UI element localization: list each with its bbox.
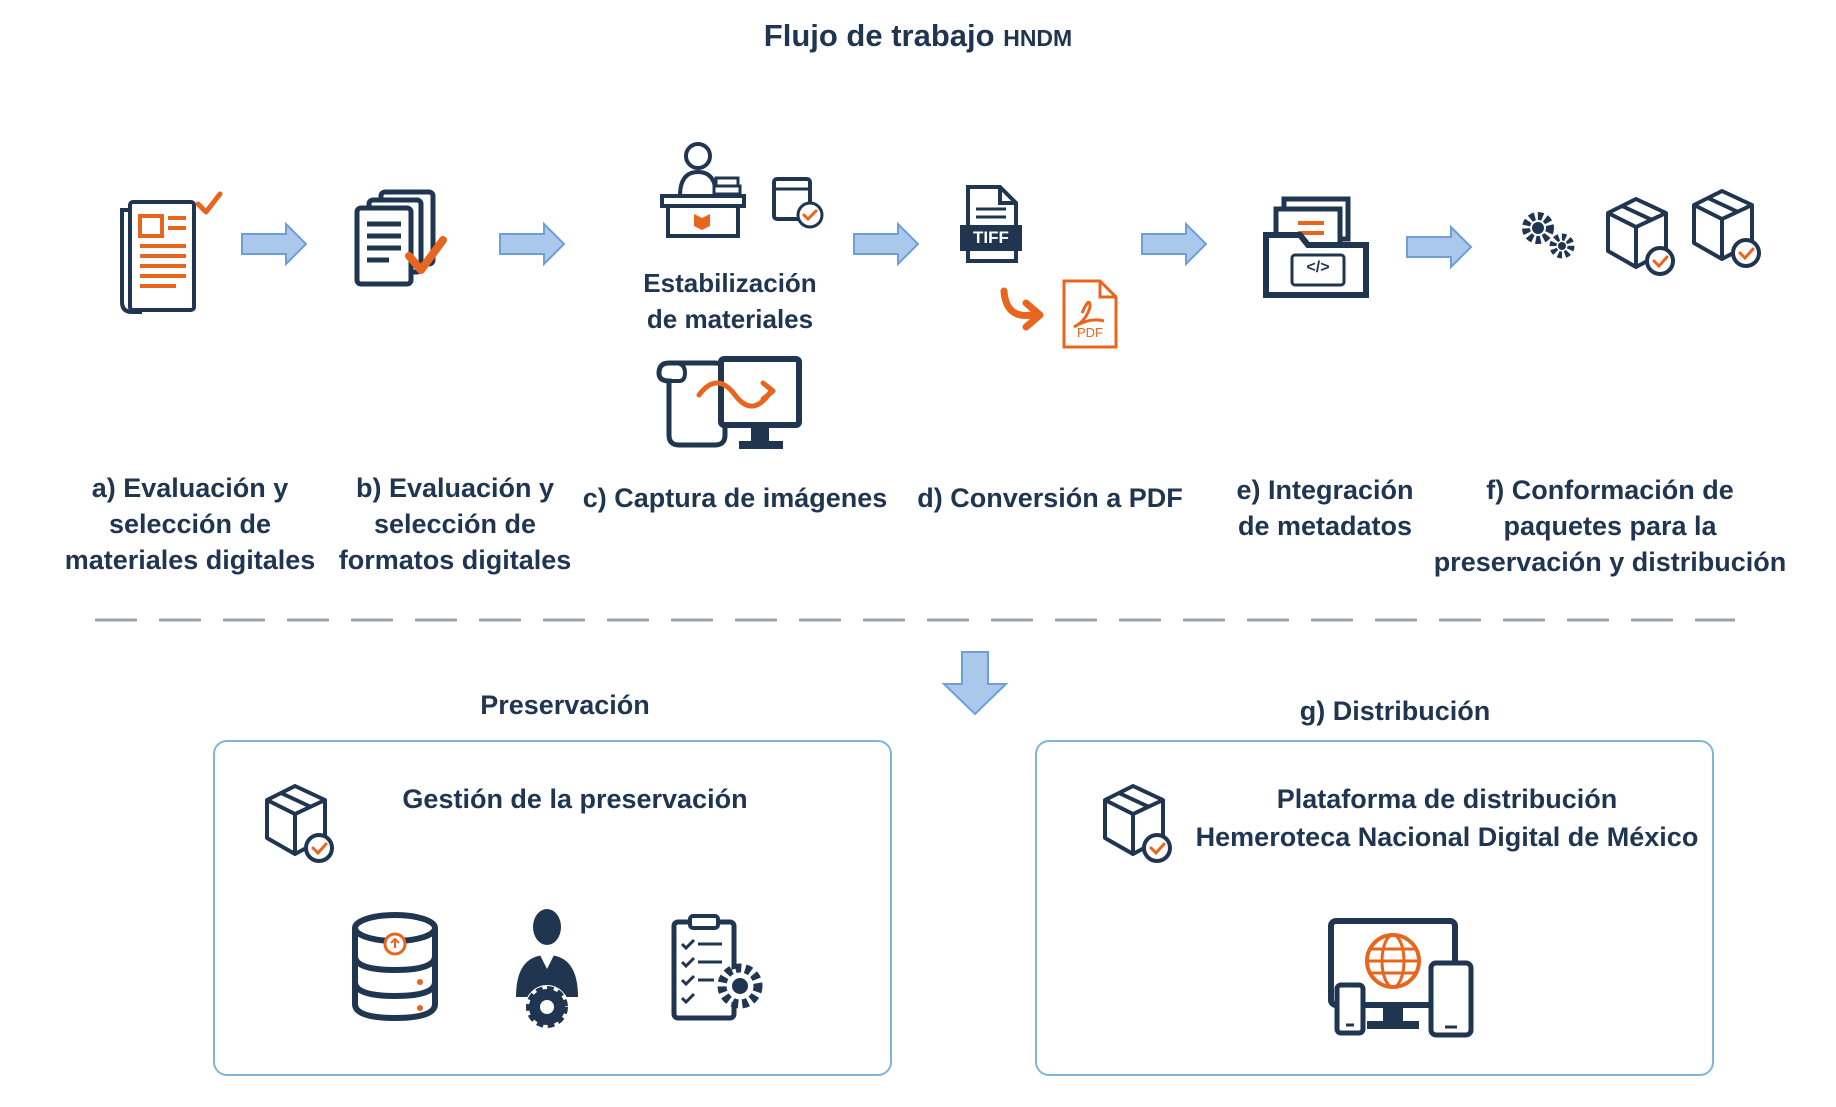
flow-arrow-right-icon <box>241 221 308 267</box>
distribution-panel-line: Hemeroteca Nacional Digital de México <box>1195 822 1699 852</box>
distribution-panel: Plataforma de distribución Hemeroteca Na… <box>1035 740 1714 1076</box>
flow-arrow-right-icon <box>1406 224 1473 270</box>
folder-code-icon: </> <box>1262 195 1372 305</box>
flow-arrow-right-icon <box>499 221 566 267</box>
newspaper-check-icon <box>120 191 223 314</box>
distribution-panel-title: Plataforma de distribución Hemeroteca Na… <box>1187 780 1707 856</box>
distribution-section-title: g) Distribución <box>1299 696 1491 726</box>
documents-check-icon <box>354 189 447 287</box>
scanner-monitor-icon <box>656 356 802 449</box>
book-check-icon <box>772 177 824 229</box>
step-label-line: e) Integración <box>1236 475 1414 505</box>
flow-arrow-down-icon <box>941 651 1009 716</box>
step-label-line: f) Conformación de <box>1486 475 1734 505</box>
folder-shape <box>1263 196 1369 298</box>
preservation-panel: Gestión de la preservación <box>213 740 892 1076</box>
package-check-icon <box>1606 197 1675 276</box>
package-check-icon <box>1692 189 1761 268</box>
stabilization-label-line: de materiales <box>646 304 814 334</box>
distribution-panel-line: Plataforma de distribución <box>1276 784 1618 814</box>
package-check-icon <box>265 784 334 863</box>
step-label-line: b) Evaluación y <box>355 473 555 503</box>
stabilization-label: Estabilización de materiales <box>600 265 860 337</box>
step-d-label: d) Conversión a PDF <box>910 480 1190 516</box>
step-label-line: d) Conversión a PDF <box>917 483 1183 513</box>
code-label: </> <box>1306 259 1330 276</box>
pdf-file-icon <box>1062 279 1118 349</box>
package-check-icon <box>1103 784 1172 863</box>
stabilization-label-line: Estabilización <box>643 268 817 298</box>
preservation-section-title: Preservación <box>480 690 650 720</box>
curved-arrow-icon <box>1000 287 1044 331</box>
step-label-line: c) Captura de imágenes <box>582 483 888 513</box>
diagram-title: Flujo de trabajo HNDM <box>0 18 1836 54</box>
tiff-file-icon <box>960 185 1022 263</box>
step-label-line: preservación y distribución <box>1433 547 1787 577</box>
step-label-line: paquetes para la <box>1503 511 1717 541</box>
flow-arrow-right-icon <box>853 221 920 267</box>
tiff-to-pdf-icon: TIFF PDF <box>958 185 1128 355</box>
gears-icon <box>1522 212 1575 259</box>
title-main: Flujo de trabajo <box>763 18 995 53</box>
step-label-line: de metadatos <box>1237 511 1413 541</box>
librarian-desk-icon <box>660 142 746 238</box>
tiff-label: TIFF <box>973 228 1009 247</box>
devices-globe-icon <box>1328 918 1474 1038</box>
title-tag: HNDM <box>1003 25 1073 51</box>
gears-packages-icon <box>1520 185 1775 285</box>
step-e-label: e) Integración de metadatos <box>1210 472 1440 544</box>
dashed-divider <box>95 618 1735 622</box>
step-label-line: selección de <box>373 509 537 539</box>
step-b-label: b) Evaluación y selección de formatos di… <box>330 470 580 578</box>
step-label-line: a) Evaluación y <box>91 473 289 503</box>
step-f-label: f) Conformación de paquetes para la pres… <box>1420 472 1800 580</box>
pdf-label: PDF <box>1077 325 1103 340</box>
flow-arrow-right-icon <box>1141 221 1208 267</box>
preservation-panel-title: Gestión de la preservación <box>402 784 748 814</box>
cloud-database-icon <box>352 912 438 1022</box>
step-c-label: c) Captura de imágenes <box>580 480 890 516</box>
step-label-line: formatos digitales <box>338 545 572 575</box>
step-label-line: selección de <box>108 509 272 539</box>
checklist-gear-icon <box>671 914 763 1021</box>
step-a-label: a) Evaluación y selección de materiales … <box>60 470 320 578</box>
user-gear-icon <box>516 909 578 1029</box>
step-label-line: materiales digitales <box>64 545 316 575</box>
